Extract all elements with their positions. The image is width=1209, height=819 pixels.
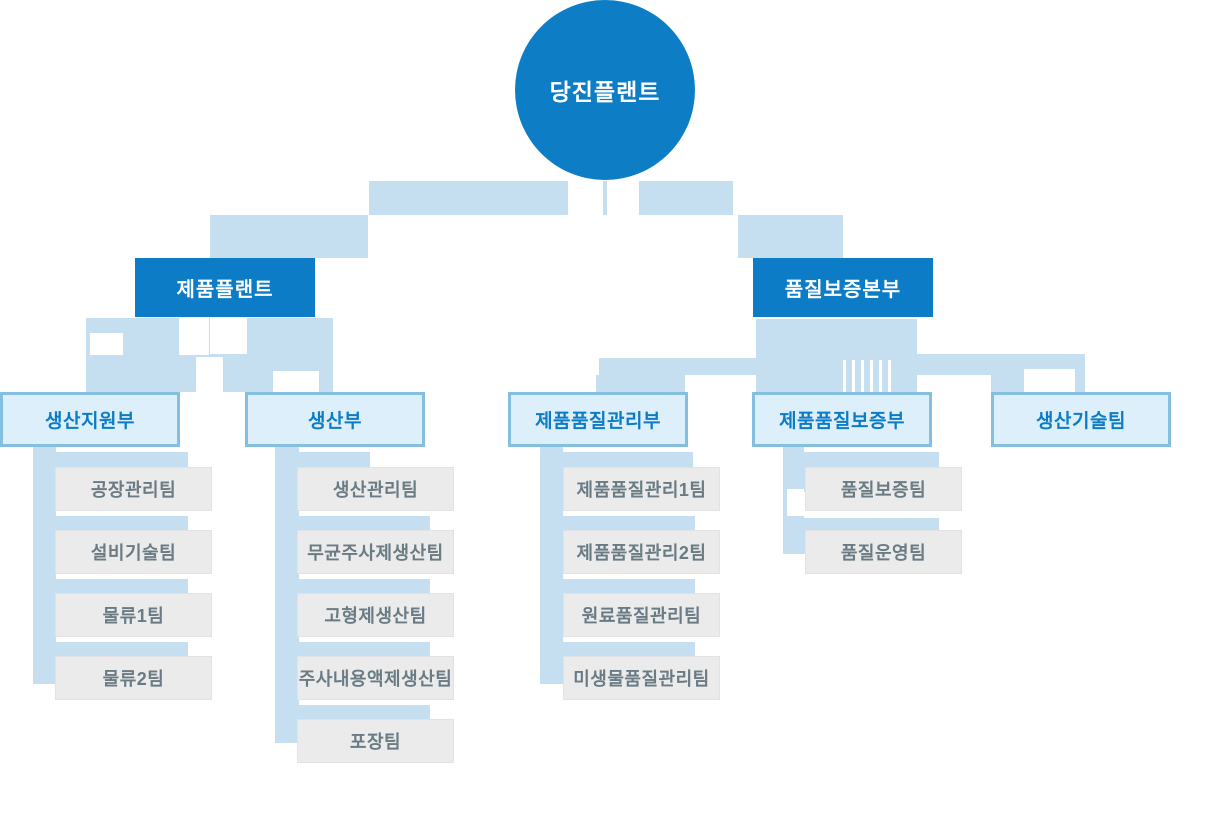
team-node: 품질운영팀 <box>805 530 962 574</box>
connector-gap <box>787 489 804 516</box>
dept-production-support: 생산지원부 <box>0 392 180 447</box>
connector-gap <box>852 360 855 392</box>
connector-segment <box>738 215 843 258</box>
team-node: 미생물품질관리팀 <box>563 656 720 700</box>
connector-segment <box>756 319 917 392</box>
connector-gap <box>196 357 223 392</box>
connector-gap <box>273 371 319 392</box>
connector-gap <box>843 360 846 392</box>
connector-segment <box>596 375 685 393</box>
team-node: 포장팀 <box>297 719 454 763</box>
connector-segment <box>210 215 368 258</box>
dept-production-technology-team: 생산기술팀 <box>991 392 1171 447</box>
branch-product-plant: 제품플랜트 <box>135 258 315 317</box>
team-node: 원료품질관리팀 <box>563 593 720 637</box>
connector-gap <box>870 360 873 392</box>
team-node: 제품품질관리1팀 <box>563 467 720 511</box>
connector-gap <box>879 360 882 392</box>
connector-gap <box>861 360 864 392</box>
connector-segment <box>33 447 56 684</box>
connector-segment <box>369 181 733 215</box>
team-node: 물류1팀 <box>55 593 212 637</box>
connector-gap <box>179 318 209 355</box>
connector-gap <box>210 318 247 354</box>
connector-segment <box>599 358 756 375</box>
team-node: 생산관리팀 <box>297 467 454 511</box>
team-node: 물류2팀 <box>55 656 212 700</box>
connector-gap <box>568 181 603 215</box>
dept-product-quality-assurance: 제품품질보증부 <box>752 392 932 447</box>
dept-product-quality-control: 제품품질관리부 <box>508 392 688 447</box>
connector-gap <box>90 333 123 355</box>
connector-gap <box>888 360 891 392</box>
team-node: 설비기술팀 <box>55 530 212 574</box>
team-node: 주사내용액제생산팀 <box>297 656 454 700</box>
team-node: 고형제생산팀 <box>297 593 454 637</box>
dept-production: 생산부 <box>245 392 425 447</box>
connector-segment <box>540 447 563 684</box>
connector-gap <box>607 181 639 215</box>
connector-gap <box>1024 369 1075 392</box>
branch-quality-assurance-hq: 품질보증본부 <box>753 258 933 317</box>
team-node: 제품품질관리2팀 <box>563 530 720 574</box>
team-node: 품질보증팀 <box>805 467 962 511</box>
team-node: 공장관리팀 <box>55 467 212 511</box>
team-node: 무균주사제생산팀 <box>297 530 454 574</box>
root-node-dangjin-plant: 당진플랜트 <box>515 0 695 180</box>
